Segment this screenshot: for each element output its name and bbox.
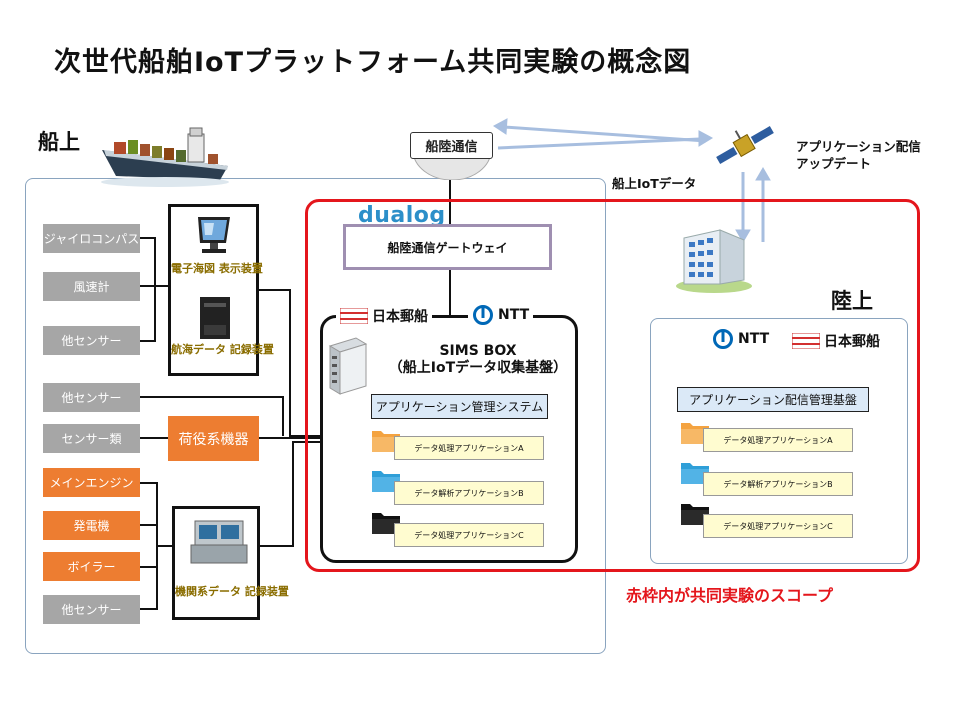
folder-blue-icon bbox=[372, 471, 400, 492]
generator-sensor: 発電機 bbox=[43, 511, 140, 540]
ntt-logo-text: NTT bbox=[498, 307, 530, 323]
ship-label: 船上 bbox=[38, 130, 80, 154]
nyk-logo-text: 日本郵船 bbox=[824, 334, 880, 350]
sims-hardware-icon bbox=[328, 337, 368, 395]
folder-orange-icon bbox=[681, 423, 709, 444]
land-app-c: データ処理アプリケーションC bbox=[703, 514, 853, 538]
ship-app-b: データ解析アプリケーションB bbox=[394, 481, 544, 505]
anemometer-sensor: 風速計 bbox=[43, 272, 140, 301]
satellite-icon bbox=[716, 126, 774, 164]
ship-app-a: データ処理アプリケーションA bbox=[394, 436, 544, 460]
folder-black-icon bbox=[681, 504, 709, 525]
ecdis-monitor-icon bbox=[198, 217, 230, 253]
boiler-sensor: ボイラー bbox=[43, 552, 140, 581]
ship-region bbox=[25, 178, 606, 654]
dualog-logo: dualog bbox=[358, 203, 446, 228]
nyk-flag-icon bbox=[792, 333, 820, 349]
gyrocompass-sensor: ジャイロコンパス bbox=[43, 224, 140, 253]
nyk-logo-ship: 日本郵船 bbox=[336, 306, 432, 326]
iot-data-label: 船上IoTデータ bbox=[612, 176, 697, 191]
scope-caption: 赤枠内が共同実験のスコープ bbox=[626, 586, 834, 605]
ntt-logo-ship: NTT bbox=[468, 304, 534, 326]
folder-black-icon bbox=[372, 513, 400, 534]
land-app-a: データ処理アプリケーションA bbox=[703, 428, 853, 452]
cargo-equipment: 荷役系機器 bbox=[168, 416, 259, 461]
ntt-mark-icon bbox=[473, 305, 493, 325]
ecdis-label: 電子海図 表示装置 bbox=[171, 262, 263, 275]
nyk-logo-land: 日本郵船 bbox=[792, 331, 880, 351]
nyk-logo-text: 日本郵船 bbox=[372, 309, 428, 325]
ship-app-management: アプリケーション管理システム bbox=[371, 394, 548, 419]
vdr-label: 航海データ 記録装置 bbox=[171, 343, 274, 356]
sensor-group: センサー類 bbox=[43, 424, 140, 453]
ship-app-c: データ処理アプリケーションC bbox=[394, 523, 544, 547]
ntt-mark-icon bbox=[713, 329, 733, 349]
vdr-recorder-icon bbox=[200, 297, 230, 339]
ntt-logo-text: NTT bbox=[738, 331, 770, 347]
land-app-b: データ解析アプリケーションB bbox=[703, 472, 853, 496]
navigation-equipment-box: 電子海図 表示装置 航海データ 記録装置 bbox=[168, 204, 274, 376]
sims-title: SIMS BOX （船上IoTデータ収集基盤） bbox=[388, 343, 568, 376]
engine-logger-box: 機関系データ 記録装置 bbox=[172, 506, 289, 620]
land-region bbox=[650, 318, 908, 564]
other-sensor-3: 他センサー bbox=[43, 595, 140, 624]
other-sensor-2: 他センサー bbox=[43, 383, 140, 412]
ship-land-comm-unit: 船陸通信 bbox=[410, 132, 493, 159]
nyk-flag-icon bbox=[340, 308, 368, 324]
ship-land-gateway: 船陸通信ゲートウェイ bbox=[343, 224, 552, 270]
building-icon bbox=[676, 229, 752, 293]
ntt-logo-land: NTT bbox=[712, 328, 769, 350]
main-engine-sensor: メインエンジン bbox=[43, 468, 140, 497]
land-label: 陸上 bbox=[831, 289, 873, 313]
engine-logger-label: 機関系データ 記録装置 bbox=[175, 585, 289, 598]
other-sensor-1: 他センサー bbox=[43, 326, 140, 355]
satellite-caption: アプリケーション配信 アップデート bbox=[796, 139, 921, 171]
land-app-distribution-platform: アプリケーション配信管理基盤 bbox=[677, 387, 869, 412]
engine-console-icon bbox=[190, 520, 248, 564]
experiment-scope-frame bbox=[305, 199, 920, 572]
folder-orange-icon bbox=[372, 431, 400, 452]
folder-blue-icon bbox=[681, 463, 709, 484]
page-title: 次世代船舶IoTプラットフォーム共同実験の概念図 bbox=[54, 47, 692, 78]
container-ship-icon bbox=[101, 127, 229, 187]
